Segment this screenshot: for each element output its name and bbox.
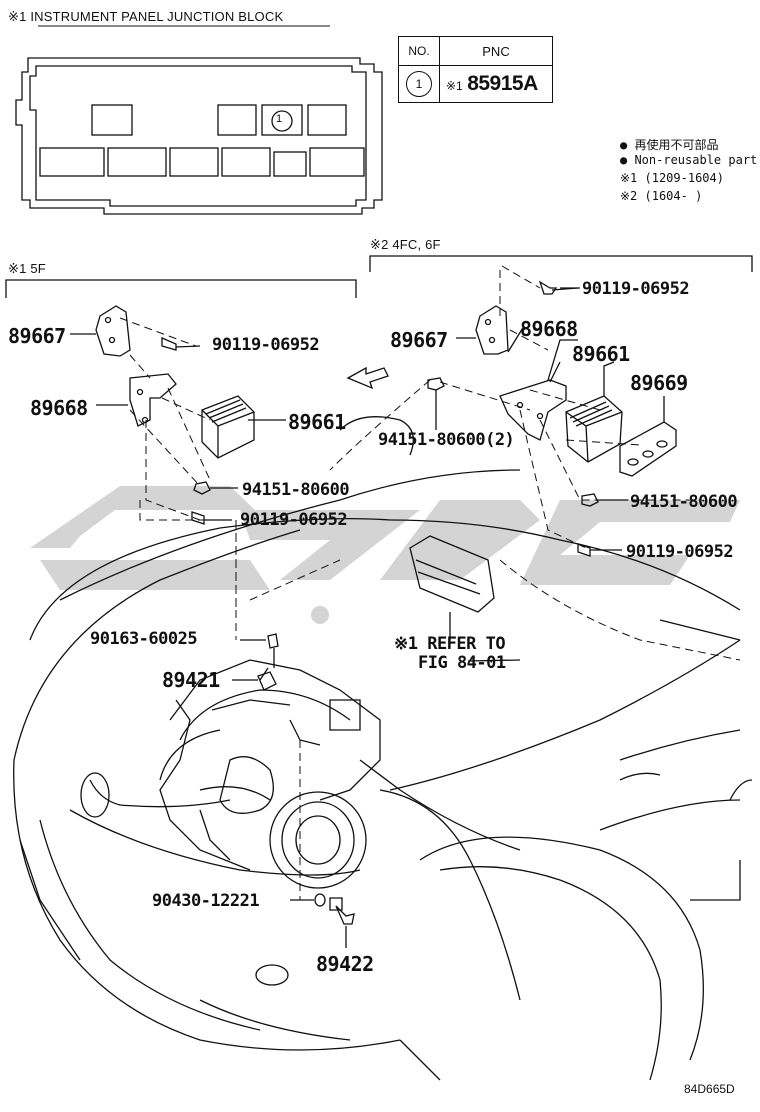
pnc-table-col-pnc: PNC <box>439 36 553 66</box>
part-label: 89661 <box>572 342 630 366</box>
legend-item: ※1 (1209-1604) <box>620 171 724 185</box>
fuse-slot <box>309 147 365 177</box>
fuse-slot <box>307 104 347 136</box>
group-left-label: ※1 5F <box>8 261 46 276</box>
refer-note-line1: ※1 REFER TO <box>394 634 506 654</box>
fuse-slot <box>221 147 271 177</box>
refer-note-line2: FIG 84-01 <box>418 653 506 673</box>
pnc-table-row-pnc-cell: ※1 85915A <box>439 65 553 103</box>
part-label: 89661 <box>288 410 346 434</box>
pnc-row-mark: ※1 <box>446 79 463 93</box>
direction-arrow <box>346 366 389 390</box>
part-label: 89669 <box>630 371 688 395</box>
fuse-slot <box>273 151 307 177</box>
pnc-row-number: 1 <box>406 71 432 97</box>
fuse-slot <box>107 147 167 177</box>
part-label: 90430-12221 <box>152 891 260 911</box>
legend-item: ● Non-reusable part <box>620 153 758 167</box>
part-label: 89421 <box>162 668 220 692</box>
part-label: 89667 <box>390 328 448 352</box>
part-label: 89668 <box>30 396 88 420</box>
part-label: 90119-06952 <box>582 279 690 299</box>
line-art <box>5 25 753 1081</box>
fuse-slot <box>217 104 257 136</box>
junction-block-callout: 1 <box>276 113 283 125</box>
fuse-slot <box>91 104 133 136</box>
legend-item: ※2 (1604- ) <box>620 189 703 203</box>
part-label: 90163-60025 <box>90 629 198 649</box>
part-label: 94151-80600 <box>630 492 738 512</box>
part-label: 89668 <box>520 317 578 341</box>
part-label: 94151-80600(2) <box>378 430 515 450</box>
part-label: 90119-06952 <box>626 542 734 562</box>
part-label: 90119-06952 <box>212 335 320 355</box>
fuse-slot <box>169 147 219 177</box>
part-label: 89667 <box>8 324 66 348</box>
pnc-row-value: 85915A <box>467 72 538 95</box>
fuse-slot <box>39 147 105 177</box>
group-left-bracket <box>5 279 357 298</box>
pnc-table-col-no: NO. <box>398 36 440 66</box>
pnc-table: NO. PNC 1 ※1 85915A <box>398 36 553 103</box>
part-label: 94151-80600 <box>242 480 350 500</box>
group-right-label: ※2 4FC, 6F <box>370 237 441 252</box>
pnc-table-row-no-cell: 1 <box>398 65 440 103</box>
legend-item: ● 再使用不可部品 <box>620 138 719 152</box>
group-right-bracket <box>369 255 753 272</box>
junction-block-header: ※1 INSTRUMENT PANEL JUNCTION BLOCK <box>8 9 284 24</box>
junction-block-outline <box>15 57 383 215</box>
figure-code: 84D665D <box>684 1082 735 1096</box>
watermark-logo <box>30 486 740 624</box>
part-label: 89422 <box>316 952 374 976</box>
fuse-slot <box>261 104 303 136</box>
part-label: 90119-06952 <box>240 510 348 530</box>
